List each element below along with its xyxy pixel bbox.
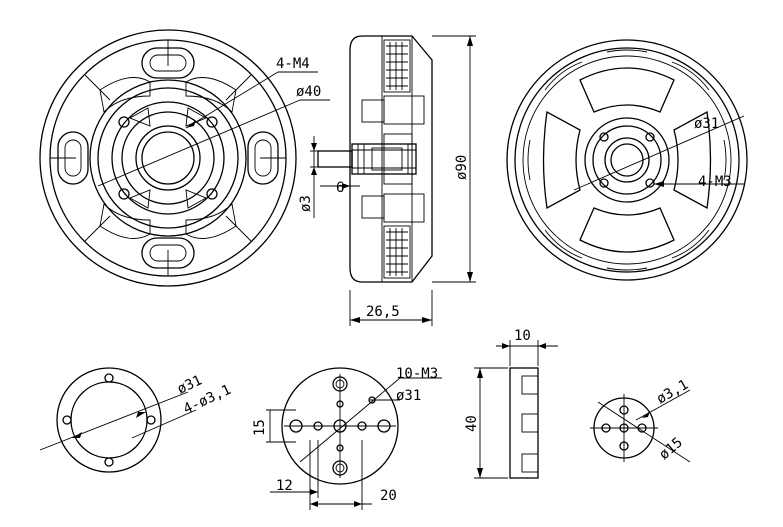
side-width-label: 26,5 [366, 304, 400, 320]
small-diameter-label: ø15 [656, 435, 686, 464]
mount-vertical-label: 15 [252, 419, 268, 436]
side-shaft-label: ø3 [298, 195, 314, 212]
bracket-width-label: 10 [514, 328, 531, 344]
bracket-view [474, 340, 558, 479]
mount-thread-label: 10-M3 [396, 366, 438, 382]
rear-view [506, 39, 748, 281]
side-view [310, 35, 476, 326]
rear-diameter-label: ø31 [694, 116, 719, 132]
side-height-label: ø90 [454, 155, 470, 180]
front-thread-label: 4-M4 [276, 56, 310, 72]
side-shaft-length-label: 6 [336, 180, 344, 196]
small-plate-view [590, 389, 691, 463]
ring-view [39, 367, 197, 473]
mount-h2-label: 20 [380, 488, 397, 504]
mount-h1-label: 12 [276, 478, 293, 494]
bracket-height-label: 40 [464, 415, 480, 432]
mount-diameter-label: ø31 [396, 388, 421, 404]
rear-thread-label: 4-M3 [698, 174, 732, 190]
small-holes-label: ø3,1 [654, 377, 691, 408]
mount-view [266, 367, 442, 510]
front-diameter-label: ø40 [296, 84, 321, 100]
front-view [39, 29, 330, 287]
